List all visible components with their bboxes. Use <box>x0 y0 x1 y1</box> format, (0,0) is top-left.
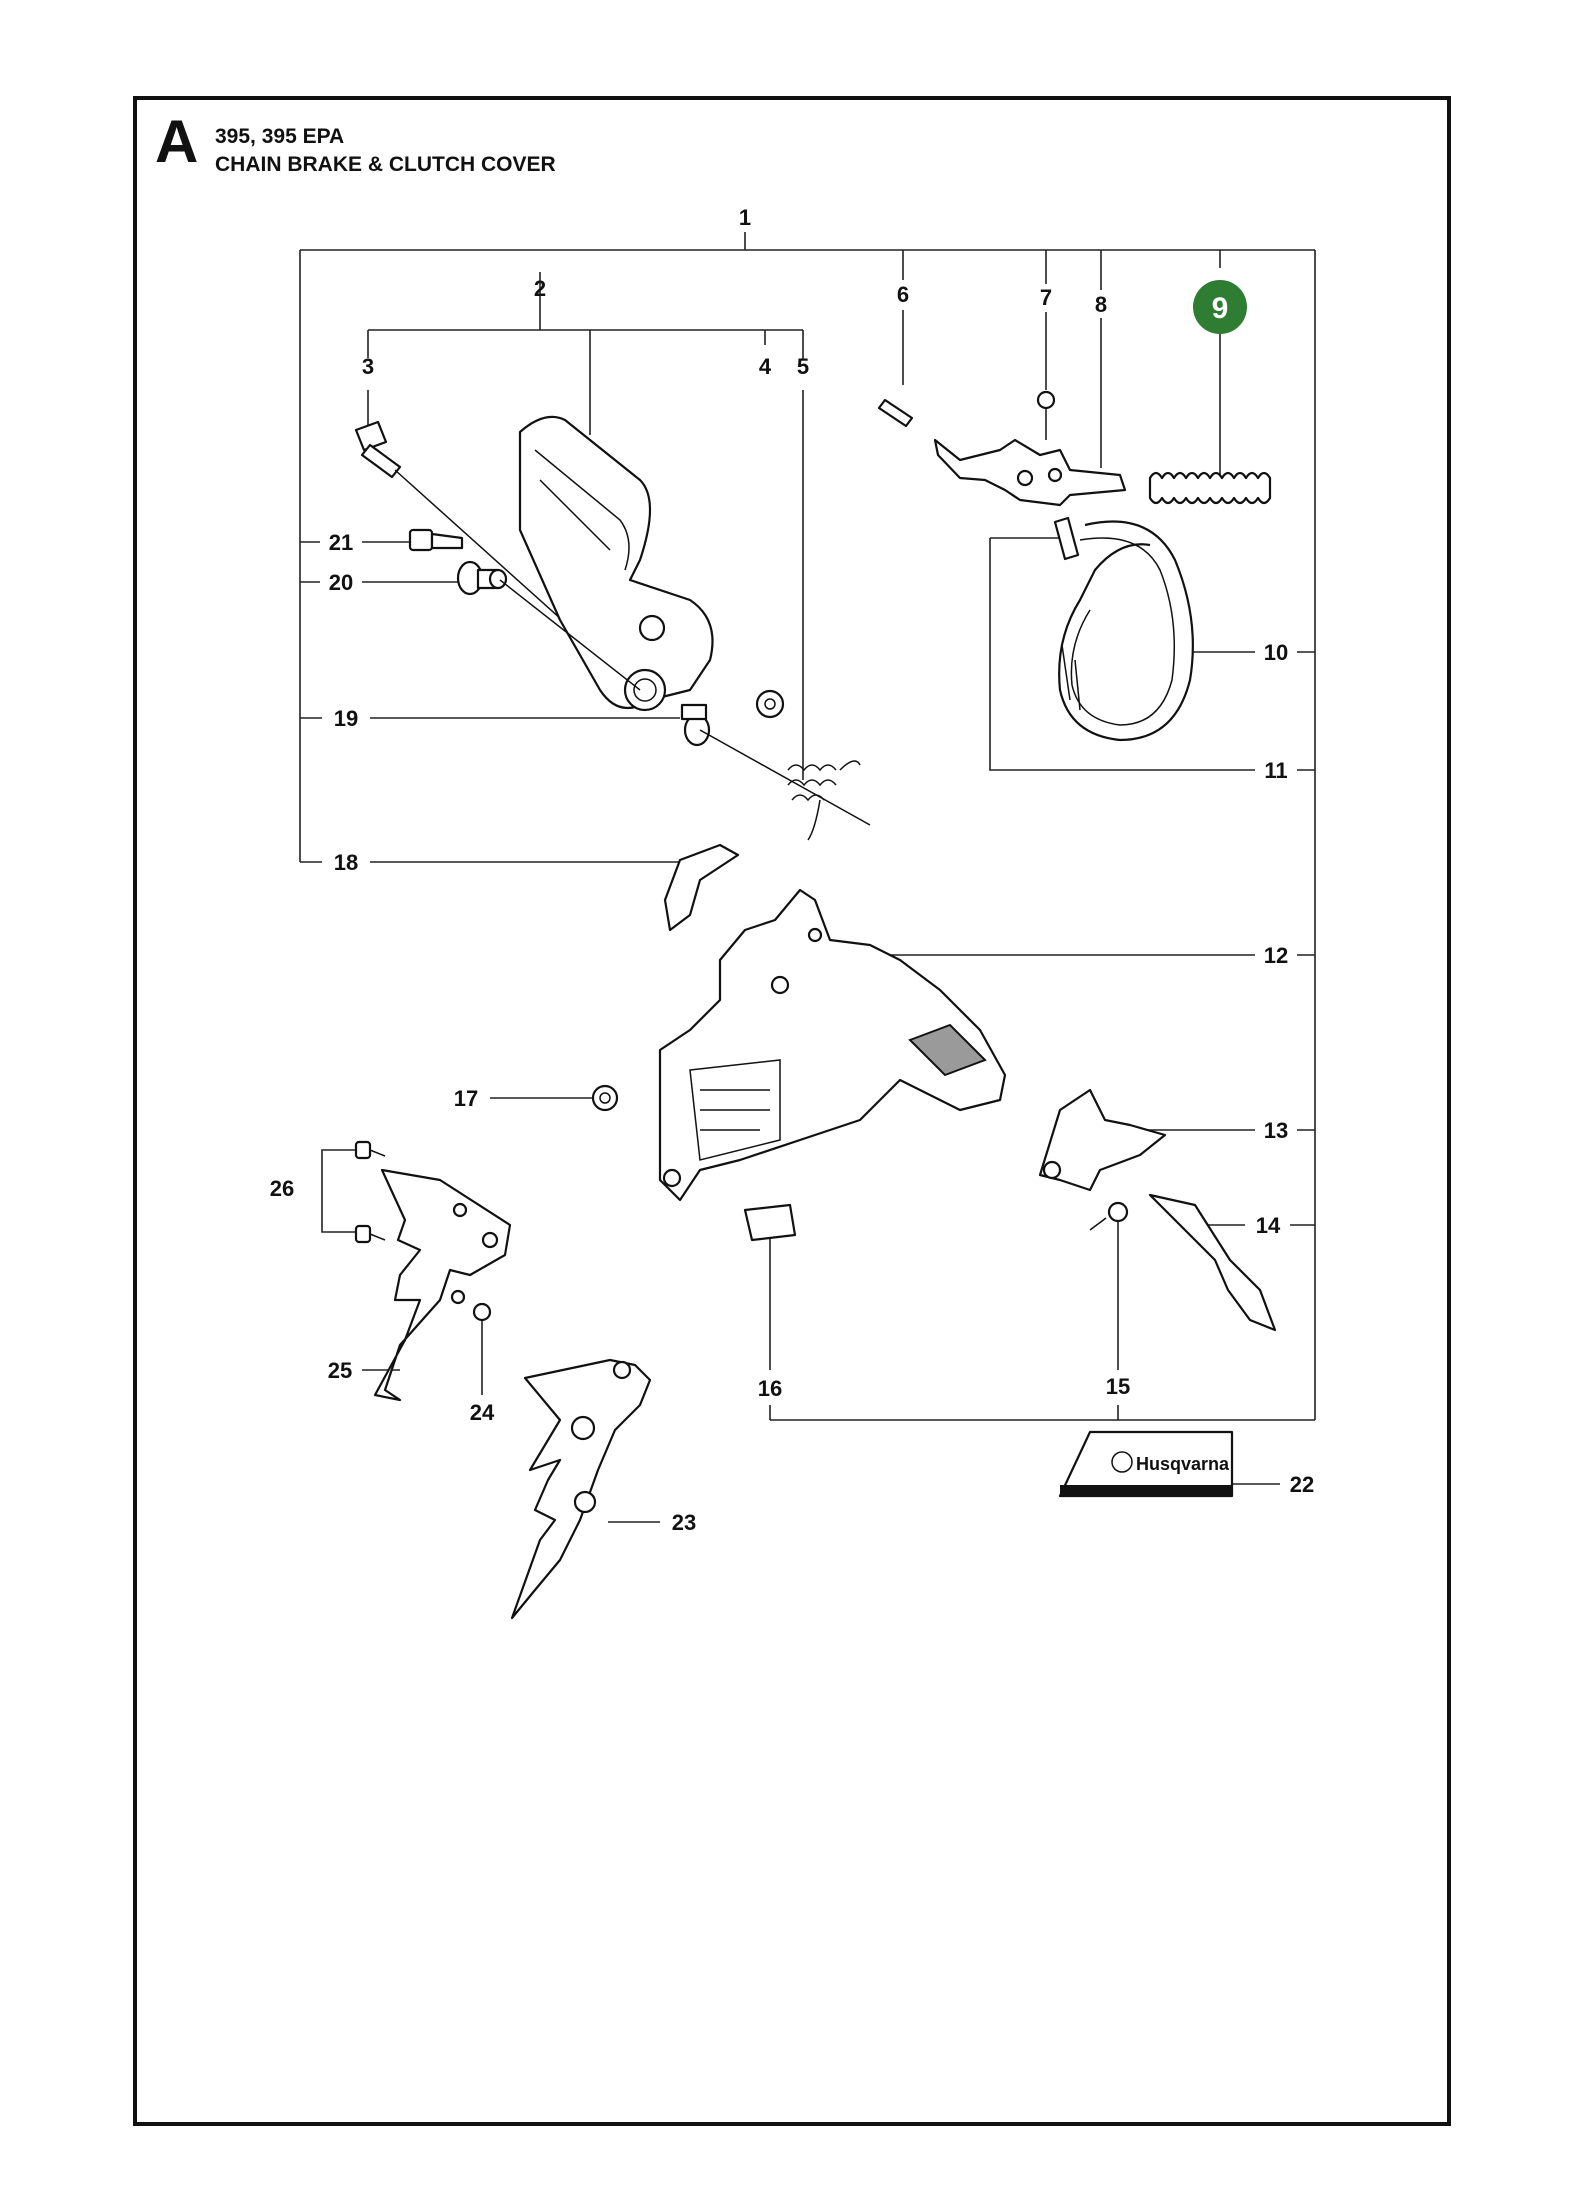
callout-12: 12 <box>1264 943 1288 968</box>
callout-13: 13 <box>1264 1118 1288 1143</box>
callout-3: 3 <box>362 354 374 379</box>
part-14-guide <box>1148 1193 1277 1332</box>
callout-5: 5 <box>797 354 809 379</box>
callout-9-highlight: 9 <box>1193 280 1247 334</box>
callout-20: 20 <box>329 570 353 595</box>
part-15-screw <box>1089 1201 1129 1231</box>
decal-brand-text: Husqvarna <box>1136 1454 1230 1474</box>
callout-1: 1 <box>739 205 751 230</box>
part-25-spike-plate <box>373 1168 512 1402</box>
callout-4: 4 <box>759 354 772 379</box>
part-19-bushing <box>680 703 871 826</box>
callout-6: 6 <box>897 282 909 307</box>
part-24-nut <box>472 1302 492 1322</box>
part-10-brake-band <box>1058 520 1194 742</box>
part-22-decal: Husqvarna <box>1058 1430 1234 1498</box>
part-6-pin <box>877 398 914 428</box>
part-18-clip <box>663 843 740 932</box>
callout-14: 14 <box>1256 1213 1281 1238</box>
callout-2: 2 <box>534 276 546 301</box>
callout-8: 8 <box>1095 292 1107 317</box>
leader-lines <box>299 232 1316 1523</box>
callout-10: 10 <box>1264 640 1288 665</box>
callout-11: 11 <box>1264 758 1287 783</box>
part-4-clip <box>755 689 785 719</box>
callout-7: 7 <box>1040 285 1052 310</box>
callout-labels: 1 2 3 4 5 6 7 8 9 10 11 12 13 14 15 16 1… <box>270 205 1314 1535</box>
part-20-bushing <box>456 560 641 691</box>
part-12-clutch-cover <box>658 888 1007 1202</box>
part-17-nut <box>591 1084 619 1112</box>
part-7-screw <box>1036 390 1056 440</box>
callout-15: 15 <box>1106 1374 1130 1399</box>
model-label: 395, 395 EPA <box>215 125 345 148</box>
part-2-brake-handle <box>518 415 714 712</box>
callout-17: 17 <box>454 1086 478 1111</box>
part-13-bracket <box>1038 1088 1167 1192</box>
callout-18: 18 <box>334 850 358 875</box>
callout-9: 9 <box>1212 292 1229 325</box>
part-21-screw <box>408 528 464 552</box>
part-23-spike-plate <box>510 1358 652 1620</box>
callout-26: 26 <box>270 1176 294 1201</box>
section-letter: A <box>155 108 199 175</box>
callout-16: 16 <box>758 1376 782 1401</box>
callout-25: 25 <box>328 1358 352 1383</box>
part-5-spring <box>787 760 861 841</box>
part-8-lever <box>933 438 1127 507</box>
part-26-screws <box>354 1140 386 1244</box>
callout-24: 24 <box>470 1400 495 1425</box>
part-16-block <box>743 1203 797 1242</box>
page-frame <box>133 96 1451 2126</box>
part-11-pin <box>1053 516 1080 561</box>
callout-22: 22 <box>1290 1472 1314 1497</box>
callout-23: 23 <box>672 1510 696 1535</box>
part-9-spring <box>1148 471 1272 505</box>
callout-19: 19 <box>334 706 358 731</box>
callout-21: 21 <box>329 530 353 555</box>
section-title: CHAIN BRAKE & CLUTCH COVER <box>215 153 556 176</box>
